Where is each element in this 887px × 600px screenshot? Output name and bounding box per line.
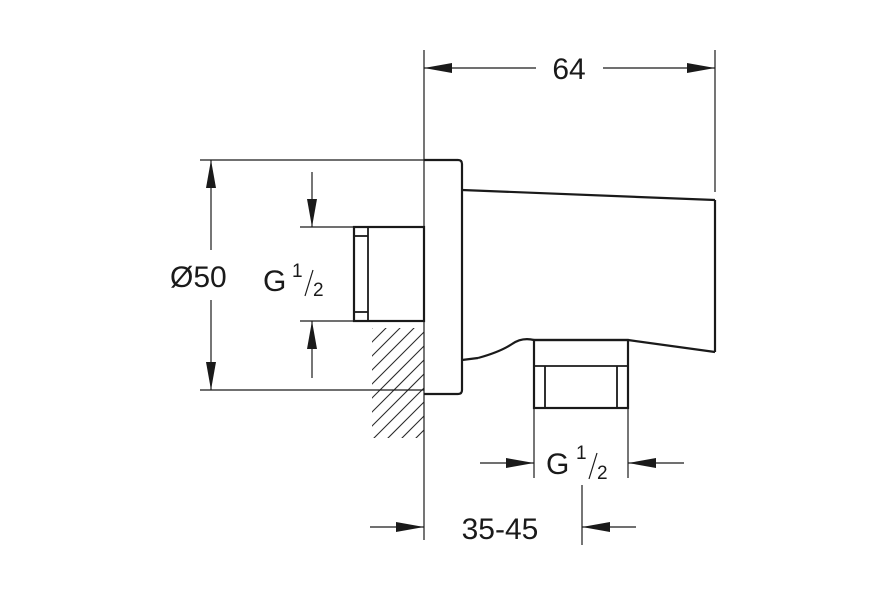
hatch-line xyxy=(666,110,887,440)
dimension-64-label: 64 xyxy=(552,53,585,86)
outlet-nipple xyxy=(532,338,630,410)
hatch-line xyxy=(778,110,887,440)
outlet-thread-numerator: 1 xyxy=(576,443,587,464)
inlet-thread-main: G xyxy=(263,265,286,298)
hatch-line xyxy=(512,110,842,440)
hatch-line xyxy=(624,110,887,440)
dimension-outlet-thread: G 1 2 xyxy=(480,443,684,484)
hatch-line xyxy=(722,110,887,440)
dimension-inlet-thread: G 1 2 xyxy=(263,172,324,378)
dimension-diameter-label: Ø50 xyxy=(170,261,227,294)
hatch-line xyxy=(442,110,772,440)
hatch-line xyxy=(652,110,887,440)
dimension-wall-range-label: 35-45 xyxy=(462,513,539,546)
extension-lines xyxy=(200,50,716,478)
inlet-thread-denominator: 2 xyxy=(313,280,324,301)
hatch-line xyxy=(526,110,856,440)
hatch-line xyxy=(694,110,887,440)
hatch-line xyxy=(470,110,800,440)
hatch-line xyxy=(498,110,828,440)
hatch-line xyxy=(680,110,887,440)
hatch-line xyxy=(806,110,887,440)
wall-hatching xyxy=(372,110,887,440)
hatch-line xyxy=(372,373,424,427)
dimension-64: 64 xyxy=(424,53,715,86)
hatch-line xyxy=(834,110,887,440)
hatch-line xyxy=(372,359,424,413)
hatch-line xyxy=(848,110,887,440)
hatch-line xyxy=(764,110,887,440)
hatch-line xyxy=(736,110,887,440)
hatch-line xyxy=(568,110,887,440)
hatch-line xyxy=(456,110,786,440)
hatch-line xyxy=(792,110,887,440)
hatch-line xyxy=(372,345,424,399)
hatch-line xyxy=(428,110,758,440)
hatch-line xyxy=(610,110,887,440)
hatch-line xyxy=(596,110,887,440)
hatch-line xyxy=(750,110,887,440)
outlet-thread-denominator: 2 xyxy=(597,463,608,484)
hatch-line xyxy=(540,110,870,440)
hatch-line xyxy=(708,110,887,440)
inlet-thread-numerator: 1 xyxy=(292,261,303,282)
hatch-line xyxy=(862,110,887,440)
hatch-line xyxy=(415,429,424,438)
wall-opening xyxy=(372,222,424,328)
hatch-line xyxy=(820,110,887,440)
fitting-body xyxy=(424,158,717,396)
hatch-line xyxy=(554,110,884,440)
dimension-diameter: Ø50 xyxy=(170,160,227,390)
hatch-line xyxy=(638,110,887,440)
inlet-nipple xyxy=(352,225,426,323)
outlet-thread-main: G xyxy=(546,448,569,481)
dimension-wall-range: 35-45 xyxy=(370,485,636,546)
hatch-line xyxy=(876,110,887,440)
